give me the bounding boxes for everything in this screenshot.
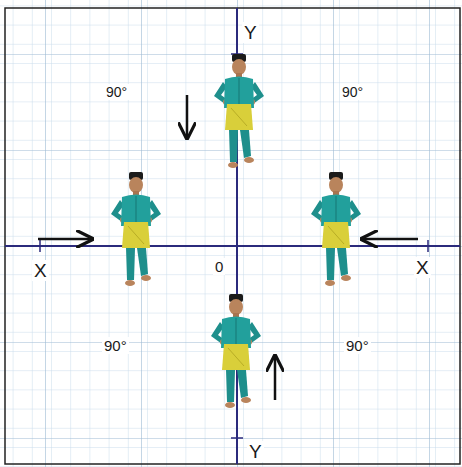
direction-arrow [274, 356, 277, 400]
direction-arrow [38, 238, 92, 241]
x-axis [5, 245, 460, 247]
frame [5, 8, 460, 464]
axis-tick [231, 437, 243, 439]
angle-label: 90° [344, 337, 371, 354]
dancer-figure [111, 172, 161, 286]
angle-label: 90° [340, 84, 365, 100]
direction-arrow [362, 238, 418, 241]
axis-tick [39, 240, 41, 252]
axis-label: Y [247, 441, 264, 462]
axis-label: X [32, 260, 49, 281]
origin-label: 0 [213, 258, 225, 275]
axis-label: Y [242, 22, 259, 43]
dancer-figure [214, 54, 264, 168]
axis-label: X [414, 257, 431, 278]
angle-label: 90° [102, 337, 129, 354]
axis-tick [427, 240, 429, 252]
dancer-figure [211, 294, 261, 408]
dancer-figure [311, 172, 361, 286]
angle-label: 90° [104, 84, 129, 100]
direction-arrow [186, 95, 189, 138]
